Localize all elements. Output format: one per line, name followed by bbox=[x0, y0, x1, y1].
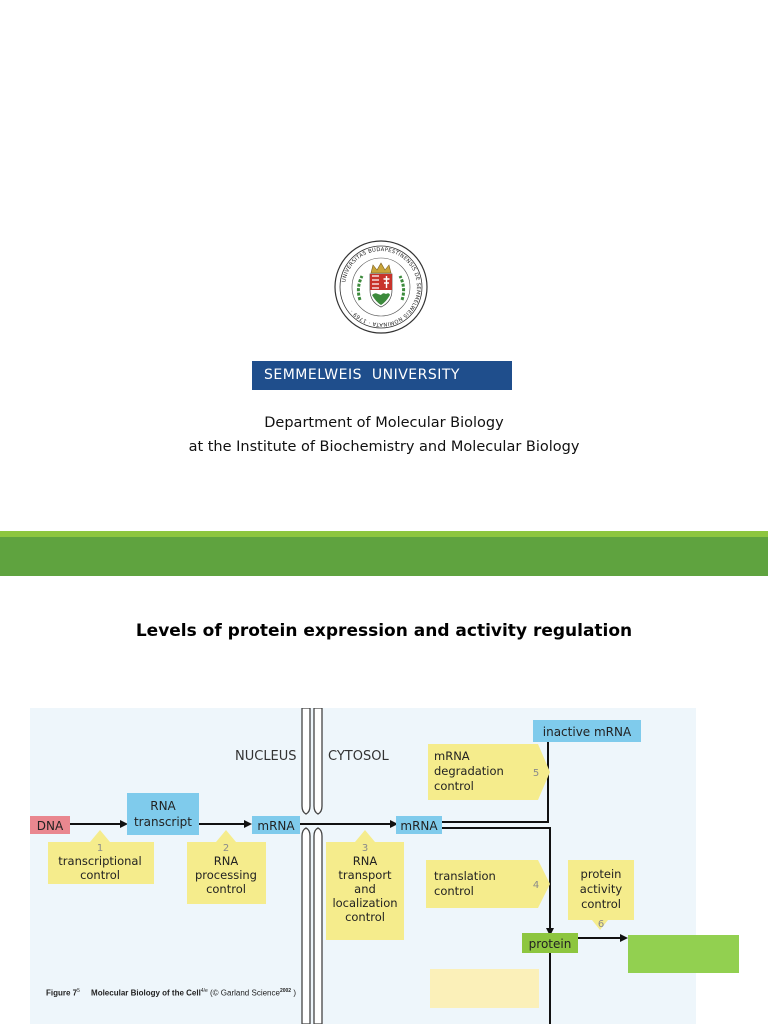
gene-regulation-diagram: NUCLEUS CYTOSOL DNA RNA transcript mRNA … bbox=[30, 708, 696, 1024]
control-6-callout: protein activity control 6 bbox=[568, 860, 634, 930]
nuclear-membrane-left-upper bbox=[301, 708, 311, 815]
control-3-line-4: localization bbox=[332, 896, 397, 910]
green-divider-band bbox=[0, 537, 768, 576]
nuclear-membrane-right-lower bbox=[313, 827, 323, 1024]
control-1-number: 1 bbox=[97, 843, 103, 854]
nuclear-membrane-right-upper bbox=[313, 708, 323, 815]
green-divider-thin bbox=[0, 531, 768, 537]
highlight-box-yellow bbox=[430, 969, 539, 1008]
control-1-line-2: control bbox=[80, 868, 120, 882]
control-3-line-5: control bbox=[345, 910, 385, 924]
control-4-number: 4 bbox=[533, 880, 539, 891]
figure-number: Figure 7 bbox=[46, 988, 78, 998]
slide-title: Levels of protein expression and activit… bbox=[135, 621, 633, 641]
dna-label: DNA bbox=[37, 819, 64, 833]
dna-node bbox=[30, 816, 70, 834]
mrna-nucleus-node bbox=[252, 816, 300, 834]
control-2-callout: 2 RNA processing control bbox=[187, 830, 266, 904]
book-title: Molecular Biology of the Cell bbox=[91, 988, 201, 998]
mrna-cytosol-node bbox=[396, 816, 442, 834]
control-3-line-2: transport bbox=[338, 868, 392, 882]
university-name: SEMMELWEIS UNIVERSITY bbox=[264, 367, 460, 383]
control-3-line-1: RNA bbox=[353, 854, 378, 868]
control-4-line-2: control bbox=[434, 884, 474, 898]
protein-label: protein bbox=[529, 937, 572, 951]
control-3-number: 3 bbox=[362, 843, 368, 854]
control-2-line-2: processing bbox=[195, 868, 257, 882]
control-5-line-2: degradation bbox=[434, 764, 504, 778]
department-line-2: at the Institute of Biochemistry and Mol… bbox=[188, 439, 580, 455]
highlight-box-green bbox=[628, 935, 739, 973]
rna-transcript-label-1: RNA bbox=[150, 799, 176, 813]
university-seal-logo: UNIVERSITAS BUDAPESTINENSIS DE SEMMELWEI… bbox=[334, 240, 428, 334]
cytosol-label: CYTOSOL bbox=[328, 749, 389, 764]
rna-transcript-label-2: transcript bbox=[134, 815, 192, 829]
control-6-line-3: control bbox=[581, 897, 621, 911]
university-name-bar: SEMMELWEIS UNIVERSITY bbox=[252, 361, 512, 390]
protein-node bbox=[522, 933, 578, 953]
nucleus-label: NUCLEUS bbox=[235, 749, 297, 764]
control-1-callout: 1 transcriptional control bbox=[48, 830, 154, 884]
inactive-mrna-label: inactive mRNA bbox=[543, 725, 632, 739]
control-5-line-1: mRNA bbox=[434, 749, 470, 763]
caption-close: ) bbox=[293, 988, 296, 998]
inactive-mrna-node bbox=[533, 720, 641, 742]
rna-transcript-node bbox=[127, 793, 199, 835]
control-2-line-3: control bbox=[206, 882, 246, 896]
control-3-line-3: and bbox=[354, 882, 376, 896]
control-5-line-3: control bbox=[434, 779, 474, 793]
year-sup: 2002 bbox=[279, 988, 292, 994]
edition-sup: 4/e bbox=[200, 988, 208, 994]
control-3-callout: 3 RNA transport and localization control bbox=[326, 830, 404, 940]
control-6-number: 6 bbox=[598, 919, 604, 930]
control-2-number: 2 bbox=[223, 843, 229, 854]
control-1-line-1: transcriptional bbox=[58, 854, 141, 868]
nuclear-membrane-left-lower bbox=[301, 827, 311, 1024]
control-4-callout: translation control 4 bbox=[426, 860, 550, 908]
control-6-line-2: activity bbox=[580, 882, 623, 896]
mrna-nucleus-label: mRNA bbox=[257, 819, 295, 833]
department-line-1: Department of Molecular Biology bbox=[264, 415, 504, 431]
control-6-line-1: protein bbox=[581, 867, 622, 881]
figure-number-sup: 5 bbox=[77, 988, 80, 994]
control-5-callout: mRNA degradation control 5 bbox=[428, 744, 550, 800]
figure-caption: Figure 75 Molecular Biology of the Cell4… bbox=[46, 988, 296, 998]
publisher: (© Garland Science bbox=[210, 988, 280, 998]
arrow-mrna-to-inactive bbox=[442, 726, 549, 823]
control-5-number: 5 bbox=[533, 768, 539, 779]
mrna-cytosol-label: mRNA bbox=[400, 819, 438, 833]
control-4-line-1: translation bbox=[434, 869, 496, 883]
arrow-mrna-to-protein bbox=[442, 827, 551, 930]
control-2-line-1: RNA bbox=[214, 854, 239, 868]
